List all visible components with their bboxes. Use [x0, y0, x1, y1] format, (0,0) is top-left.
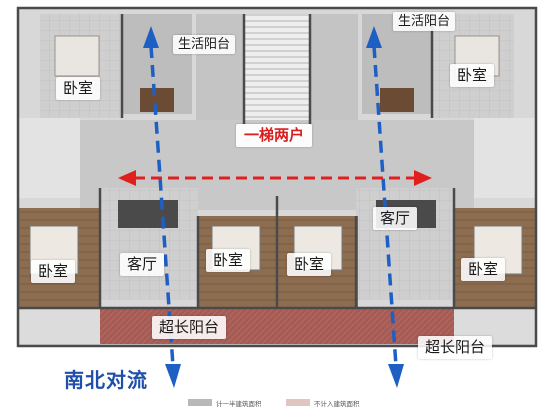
balcony-side-l [18, 308, 100, 344]
caption: 南北对流 [64, 368, 148, 392]
label-long-balcony-l: 超长阳台 [152, 316, 227, 339]
label-bedroom-br: 卧室 [461, 258, 506, 281]
label-core: 一梯两户 [236, 124, 313, 147]
legend-text-half: 计一半建筑面积 [216, 400, 262, 408]
sofa-icon [118, 200, 178, 228]
label-balcony-l: 生活阳台 [173, 35, 236, 54]
label-living-r: 客厅 [373, 207, 418, 230]
bed-icon [54, 35, 100, 77]
label-living-l: 客厅 [120, 253, 165, 276]
label-long-balcony-r: 超长阳台 [418, 336, 493, 359]
label-bedroom-bl: 卧室 [31, 260, 76, 283]
label-bedroom-mr: 卧室 [287, 253, 332, 276]
cross-ventilation-arrow-icon [118, 170, 432, 186]
room-bathroom-r [474, 118, 536, 198]
label-bedroom-tl: 卧室 [56, 77, 101, 100]
legend-swatch-half [188, 399, 212, 406]
walls [16, 6, 538, 348]
label-bedroom-ml: 卧室 [206, 249, 251, 272]
legend-swatch-none [286, 399, 310, 406]
label-balcony-r: 生活阳台 [393, 12, 456, 31]
stair-core [244, 14, 310, 124]
room-bathroom-l [18, 118, 80, 198]
airflow-arrow-icon [366, 26, 404, 388]
legend-text-none: 不计入建筑面积 [314, 400, 360, 408]
shaft-l [196, 14, 244, 124]
dining-table-icon [380, 88, 414, 112]
shaft-r [310, 14, 358, 124]
label-bedroom-tr: 卧室 [450, 64, 495, 87]
airflow-arrow-icon [143, 26, 181, 388]
